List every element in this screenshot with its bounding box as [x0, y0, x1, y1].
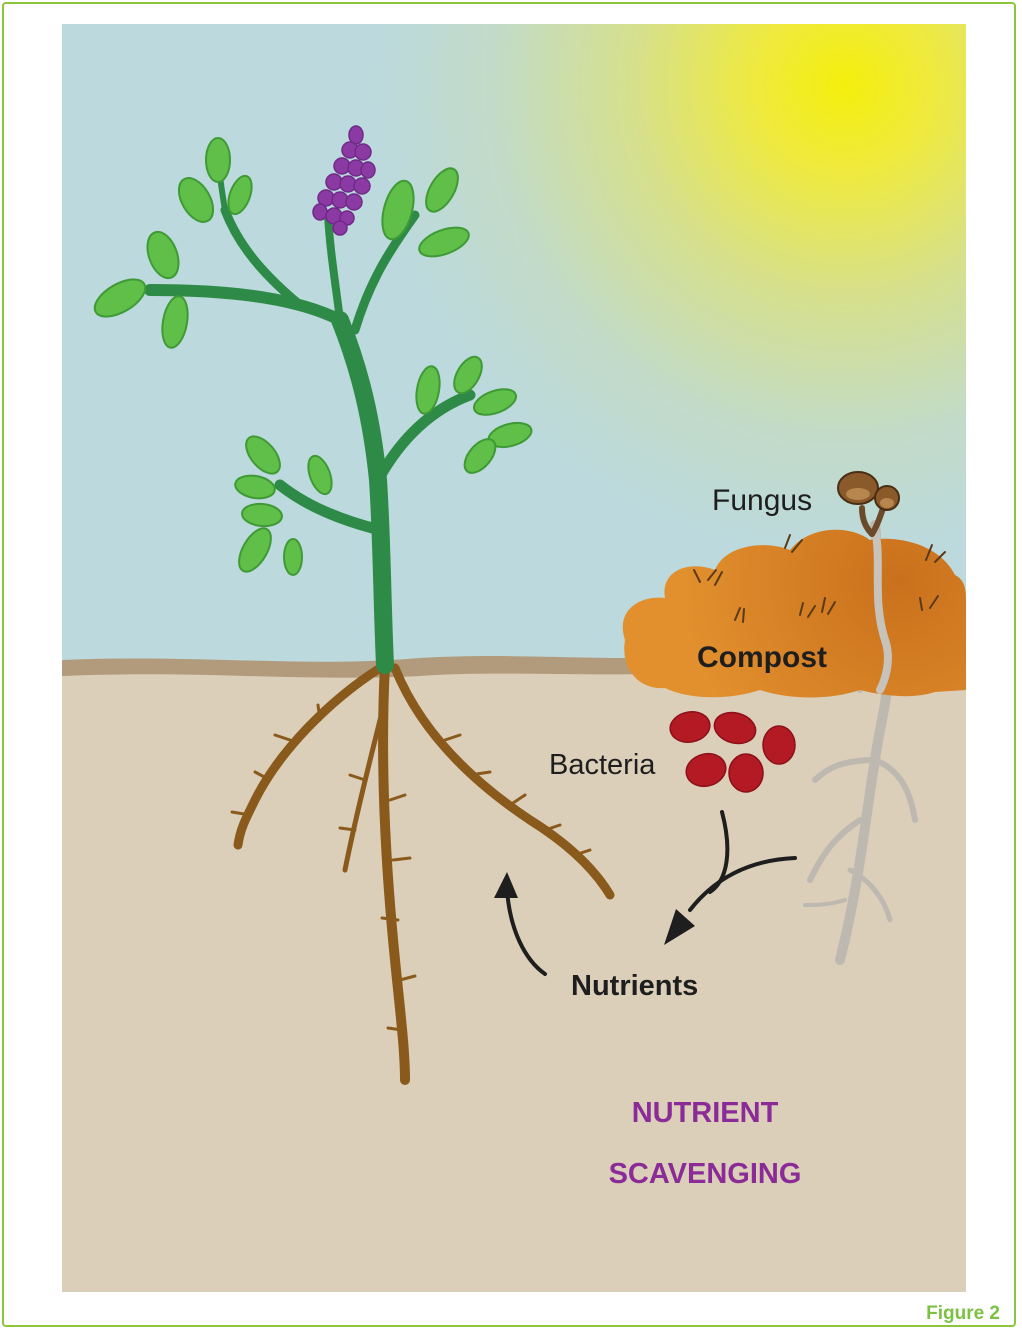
fungus-label: Fungus	[712, 484, 812, 517]
nutrients-label: Nutrients	[571, 970, 698, 1002]
soil	[62, 664, 966, 1292]
figure-caption: Figure 2	[926, 1303, 1000, 1325]
compost-label: Compost	[697, 641, 827, 674]
bacteria-label: Bacteria	[549, 749, 656, 781]
title-line-2: SCAVENGING	[609, 1158, 802, 1190]
title-line-1: NUTRIENT	[632, 1097, 779, 1129]
